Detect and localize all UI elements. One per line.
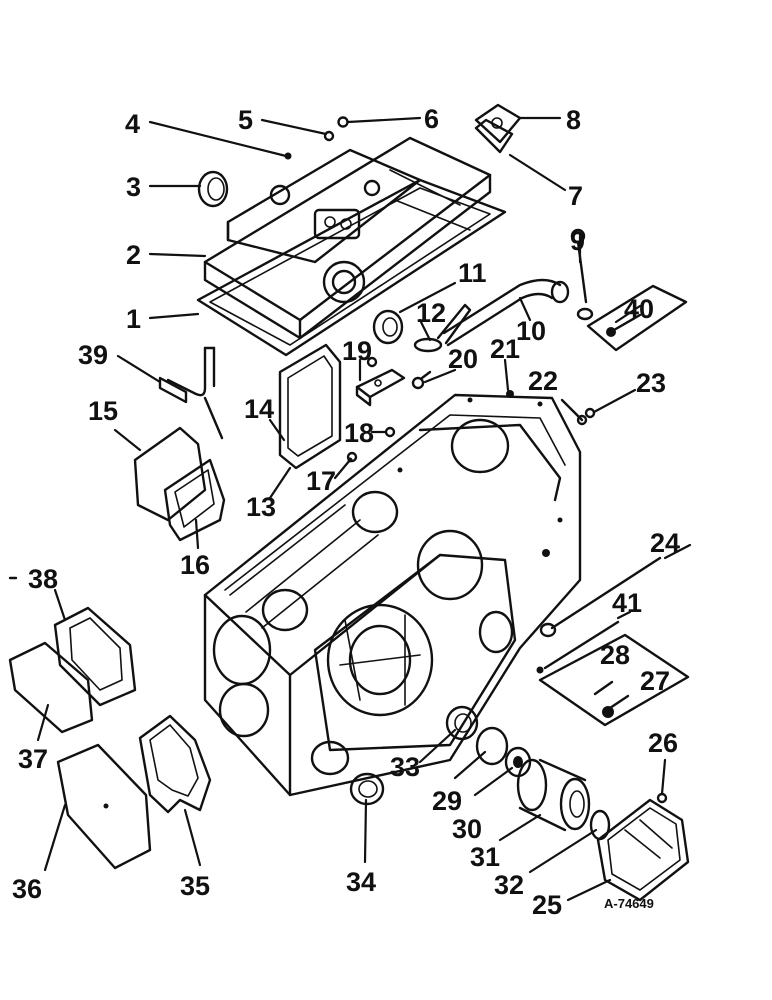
- callout-7: 7: [568, 181, 583, 211]
- breather-pipe-part-10: [442, 278, 570, 347]
- cover-part-15: [133, 426, 207, 522]
- callout-21: 21: [490, 334, 520, 364]
- callout-5: 5: [238, 105, 253, 135]
- callout-37: 37: [18, 744, 48, 774]
- callout-17: 17: [306, 466, 336, 496]
- callout-31: 31: [470, 842, 500, 872]
- main-housing: [203, 393, 582, 797]
- callout-32: 32: [494, 870, 524, 900]
- callout-33: 33: [390, 752, 420, 782]
- callout-27: 27: [640, 666, 670, 696]
- top-cover-part-2: [203, 136, 492, 340]
- callout-38: 38: [28, 564, 58, 594]
- callout-9: 9: [570, 226, 585, 256]
- callout-41: 41: [612, 588, 642, 618]
- side-cover-part-14: [278, 343, 342, 470]
- decal-panel-parts-27-28: [538, 633, 690, 727]
- gasket-part-35: [138, 714, 212, 814]
- callout-10: 10: [516, 316, 546, 346]
- plug-part-18: [384, 426, 396, 438]
- lever-part-22: [560, 398, 588, 426]
- tube-part-39: [158, 346, 224, 440]
- gasket-part-38: [53, 606, 137, 707]
- callout-19: 19: [342, 336, 372, 366]
- vent-part-26: [656, 792, 668, 804]
- dipstick-part-24: [539, 556, 662, 638]
- seal-part-3: [197, 170, 229, 208]
- callout-36: 36: [12, 874, 42, 904]
- callout-34: 34: [346, 867, 376, 897]
- fitting-part-20: [411, 370, 432, 390]
- callout-14: 14: [244, 394, 274, 424]
- cover-part-36: [56, 743, 152, 870]
- callout-23: 23: [636, 368, 666, 398]
- callout-26: 26: [648, 728, 678, 758]
- gasket-part-7: [474, 118, 514, 154]
- callout-29: 29: [432, 786, 462, 816]
- callout-25: 25: [532, 890, 562, 920]
- callout-2: 2: [126, 240, 141, 270]
- block-part-19: [355, 356, 406, 407]
- bolt-part-4: [284, 152, 292, 160]
- callout-1: 1: [126, 304, 141, 334]
- callout-6: 6: [424, 104, 439, 134]
- callout-20: 20: [448, 344, 478, 374]
- callout-39: 39: [78, 340, 108, 370]
- callout-11: 11: [458, 258, 487, 288]
- callout-3: 3: [126, 172, 141, 202]
- callout-40: 40: [624, 294, 654, 324]
- callout-4: 4: [125, 109, 140, 139]
- callout-8: 8: [566, 105, 581, 135]
- callout-24: 24: [650, 528, 680, 558]
- callout-35: 35: [180, 871, 210, 901]
- washer-part-5: [323, 130, 335, 142]
- reference-code: A-74649: [604, 896, 654, 911]
- seal-part-33: [445, 705, 479, 741]
- cover-part-37: [8, 641, 94, 734]
- decal-part-40: [586, 284, 688, 352]
- callout-13: 13: [246, 492, 276, 522]
- callout-22: 22: [528, 366, 558, 396]
- gasket-part-16: [163, 458, 226, 542]
- callout-15: 15: [88, 396, 118, 426]
- seal-part-11: [372, 309, 404, 345]
- callout-30: 30: [452, 814, 482, 844]
- callout-labels: 4 5 6 8 7 3 2 1 39 9 40 11 10 12 19 20 2…: [12, 104, 680, 920]
- plug-part-6: [337, 116, 349, 128]
- o-ring-part-29: [475, 726, 509, 766]
- callout-16: 16: [180, 550, 210, 580]
- fitting-part-23: [584, 407, 596, 419]
- callout-28: 28: [600, 640, 630, 670]
- sleeve-part-31: [516, 758, 591, 832]
- pin-part-12: [413, 303, 472, 353]
- end-cover-part-25: [596, 798, 690, 902]
- callout-18: 18: [344, 418, 374, 448]
- callout-12: 12: [416, 298, 446, 328]
- rod-part-41: [536, 620, 620, 674]
- leader-lines: [36, 116, 692, 902]
